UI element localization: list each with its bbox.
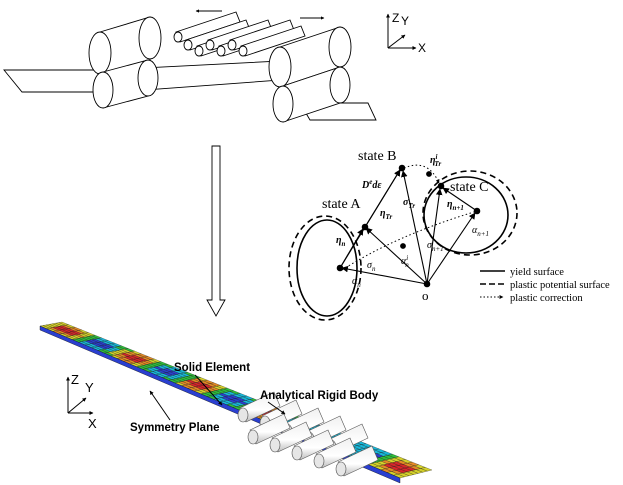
label-sigma-n: σn (367, 260, 376, 273)
top-axis-x: X (418, 41, 426, 55)
point-state-b (398, 164, 406, 172)
point-eta-tr-i (426, 171, 432, 177)
right-lower-roller (272, 66, 351, 123)
point-alpha-n-i (400, 243, 406, 249)
label-state-c: state C (450, 180, 489, 195)
legend-potential: plastic potential surface (510, 280, 610, 291)
potential-surface-n (288, 215, 362, 321)
vector-sigma-n1 (426, 188, 443, 285)
rigid-roller (291, 429, 335, 461)
potential-surface-n1 (422, 170, 518, 256)
vector-o-alpha-n1 (426, 212, 476, 285)
point-state-c (437, 182, 445, 190)
label-alpha-n1: αn+1 (472, 225, 489, 238)
bottom-axes-triad (66, 376, 94, 415)
roll-leveller-schematic (3, 9, 377, 123)
legend-yield: yield surface (510, 267, 564, 278)
left-upper-roller (88, 16, 162, 76)
rigid-roller (335, 445, 379, 477)
top-axis-y: Y (401, 14, 409, 28)
label-sigma-tr: σTr (403, 197, 415, 210)
rigid-rollers (237, 391, 379, 477)
yield-surface-n (296, 219, 358, 317)
rigid-roller (247, 413, 291, 445)
plastic-correction-arc (403, 164, 440, 184)
label-rigid-body: Analytical Rigid Body (260, 390, 379, 402)
top-axis-z: Z (392, 11, 399, 25)
rigid-roller (313, 437, 357, 469)
yield-surface-diagram (288, 164, 518, 321)
leader-solid (194, 374, 223, 406)
leader-rigid (267, 401, 286, 415)
top-axes-triad (386, 13, 417, 50)
label-symmetry-plane: Symmetry Plane (130, 422, 220, 434)
vector-o-alpha-n (341, 265, 428, 285)
label-state-a: state A (322, 197, 361, 212)
vector-sigma-tr (401, 170, 428, 285)
bottom-axis-z: Z (71, 372, 79, 387)
label-state-b: state B (358, 149, 397, 164)
label-sigma-n1: σn+1 (427, 240, 444, 253)
label-origin: o (422, 288, 429, 303)
label-de-deps: Dedε (361, 178, 382, 191)
label-solid-element: Solid Element (174, 362, 250, 374)
vector-sigma-n (365, 227, 428, 285)
fe-leaders (149, 374, 286, 421)
legend-correction: plastic correction (510, 293, 583, 304)
leader-symmetry (149, 390, 171, 421)
label-eta-n: ηn (336, 235, 346, 248)
label-alpha-n: αn (352, 276, 361, 289)
fem-element (420, 467, 433, 472)
bottom-axis-y: Y (85, 380, 94, 395)
left-lower-roller (92, 59, 159, 109)
label-eta-n1: ηn+1 (447, 199, 464, 212)
vector-eta-tr (339, 169, 401, 269)
process-arrow (206, 145, 226, 317)
rigid-roller (269, 421, 313, 453)
levelling-rolls (173, 11, 306, 57)
rigid-roller (237, 391, 281, 423)
yield-surface-n1 (423, 176, 509, 254)
legend (480, 270, 505, 299)
vector-eta-n1 (442, 187, 478, 212)
bottom-axis-x: X (88, 416, 97, 431)
label-eta-tr: ηTr (380, 208, 393, 221)
